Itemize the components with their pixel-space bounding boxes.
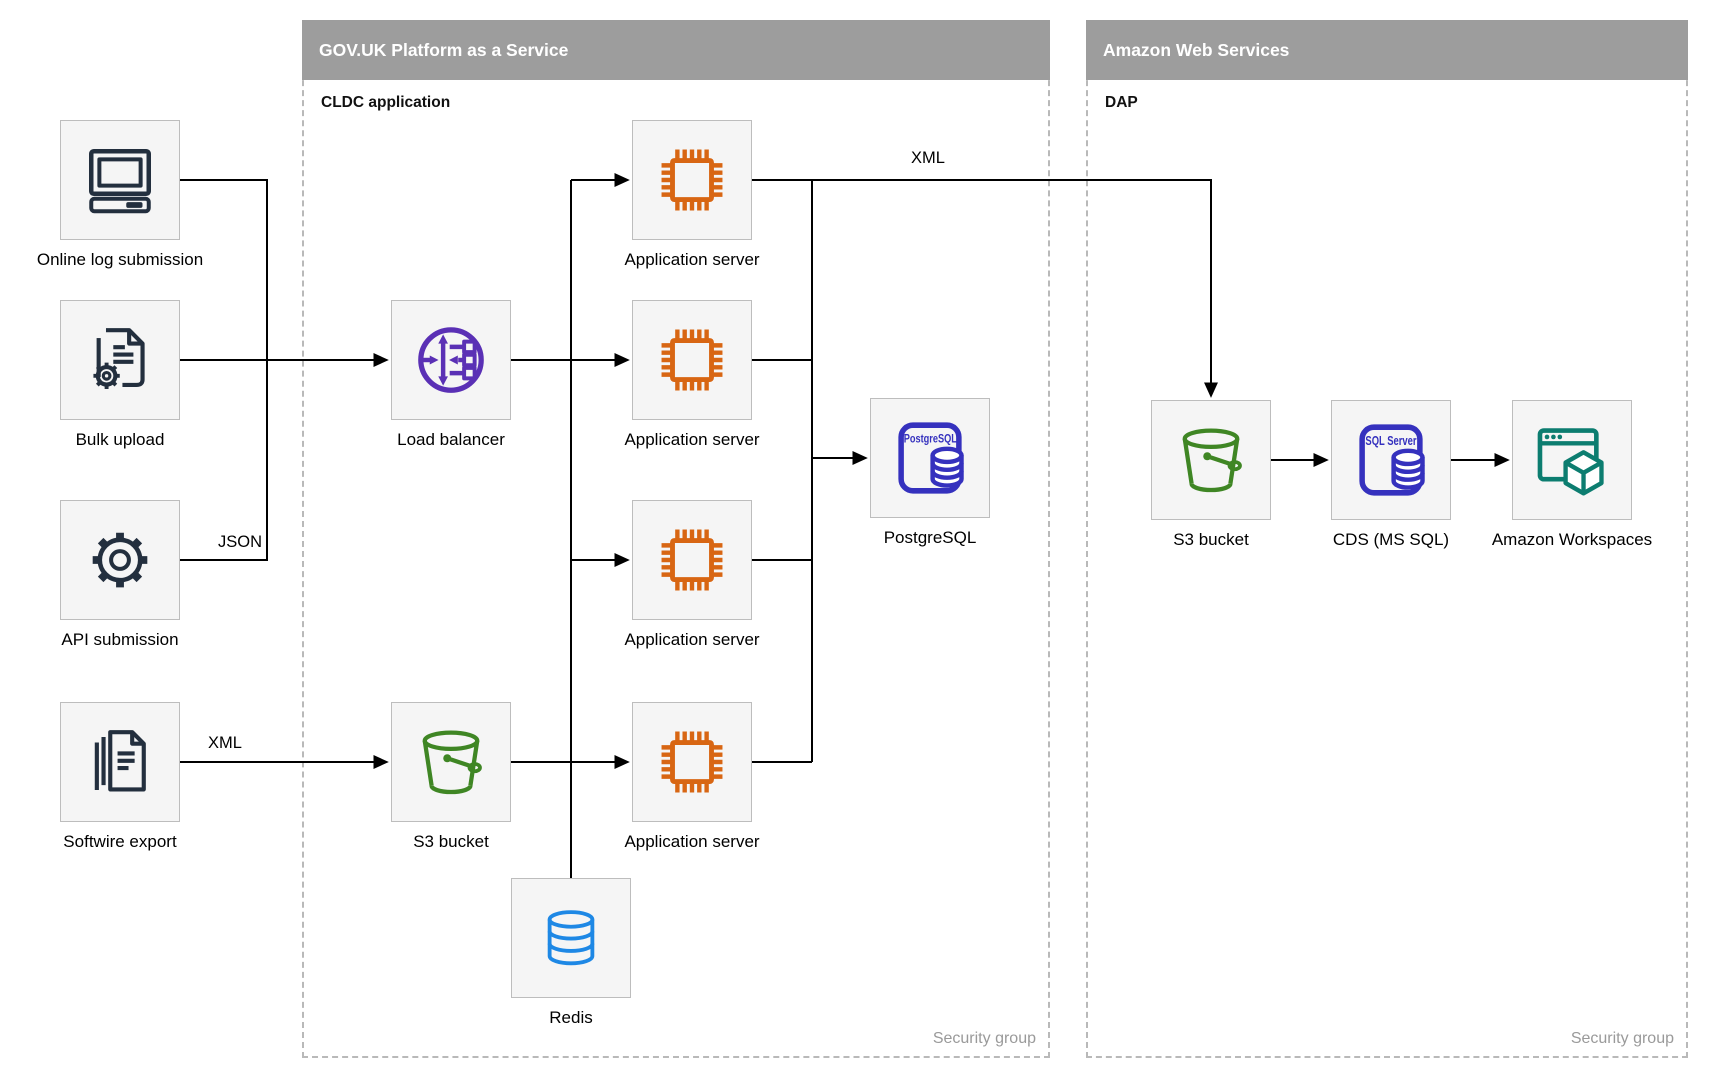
database-icon bbox=[547, 910, 595, 966]
node-label: Application server bbox=[624, 250, 760, 269]
node-label: Load balancer bbox=[397, 430, 505, 449]
govuk-paas-container: GOV.UK Platform as a Service CLDC applic… bbox=[302, 20, 1050, 1058]
chip-icon bbox=[661, 731, 723, 793]
node-amazon-workspaces bbox=[1512, 400, 1632, 520]
node-label: Amazon Workspaces bbox=[1491, 530, 1653, 549]
aws-container: Amazon Web Services DAP Security group bbox=[1086, 20, 1688, 1058]
node-label: CDS (MS SQL) bbox=[1332, 530, 1450, 549]
chip-icon bbox=[661, 529, 723, 591]
amazon-workspaces-icon bbox=[1537, 428, 1604, 496]
node-online-log-submission bbox=[60, 120, 180, 240]
node-application-server-3 bbox=[632, 500, 752, 620]
aws-security-group-label: Security group bbox=[1570, 1030, 1674, 1047]
edge-app1-to-aws-s3 bbox=[752, 179, 1219, 398]
sql-server-icon-text: SQL Server bbox=[1365, 434, 1416, 448]
sql-server-icon: SQL Server bbox=[1359, 424, 1425, 496]
postgresql-icon: PostgreSQL bbox=[898, 422, 964, 494]
edge-label-json: JSON bbox=[217, 533, 262, 551]
govuk-security-group-label: Security group bbox=[932, 1030, 1036, 1047]
node-load-balancer bbox=[391, 300, 511, 420]
computer-icon bbox=[89, 149, 151, 214]
chip-icon bbox=[661, 149, 723, 211]
node-label: Online log submission bbox=[36, 250, 204, 269]
node-application-server-1 bbox=[632, 120, 752, 240]
dap-label: DAP bbox=[1105, 94, 1138, 111]
edge-label-xml-softwire: XML bbox=[208, 734, 242, 752]
node-postgresql: PostgreSQL bbox=[870, 398, 990, 518]
node-cds-ms-sql: SQL Server bbox=[1331, 400, 1451, 520]
govuk-paas-header: GOV.UK Platform as a Service bbox=[302, 20, 1050, 80]
edge-sources-junction bbox=[180, 179, 268, 561]
node-label: Redis bbox=[549, 1008, 593, 1027]
node-label: PostgreSQL bbox=[883, 528, 977, 547]
cldc-application-label: CLDC application bbox=[321, 94, 451, 111]
bucket-icon bbox=[422, 730, 482, 795]
node-softwire-export bbox=[60, 702, 180, 822]
node-api-submission bbox=[60, 500, 180, 620]
node-s3-bucket-aws bbox=[1151, 400, 1271, 520]
bucket-icon bbox=[1182, 428, 1242, 493]
node-redis bbox=[511, 878, 631, 998]
aws-header: Amazon Web Services bbox=[1086, 20, 1688, 80]
node-label: Application server bbox=[624, 630, 760, 649]
node-label: S3 bucket bbox=[413, 832, 489, 851]
node-application-server-4 bbox=[632, 702, 752, 822]
load-balancer-icon bbox=[418, 327, 484, 393]
gear-icon bbox=[92, 532, 148, 588]
node-label: Application server bbox=[624, 430, 760, 449]
node-s3-bucket-paas bbox=[391, 702, 511, 822]
node-label: Bulk upload bbox=[75, 430, 165, 449]
node-label: Softwire export bbox=[63, 832, 177, 851]
node-label: API submission bbox=[61, 630, 179, 649]
documents-icon bbox=[94, 730, 146, 792]
chip-icon bbox=[661, 329, 723, 391]
edge-label-xml-app: XML bbox=[911, 149, 945, 167]
document-gear-icon bbox=[93, 328, 145, 390]
node-application-server-2 bbox=[632, 300, 752, 420]
node-label: Application server bbox=[624, 832, 760, 851]
postgresql-icon-text: PostgreSQL bbox=[904, 431, 957, 445]
node-bulk-upload bbox=[60, 300, 180, 420]
node-label: S3 bucket bbox=[1173, 530, 1249, 549]
